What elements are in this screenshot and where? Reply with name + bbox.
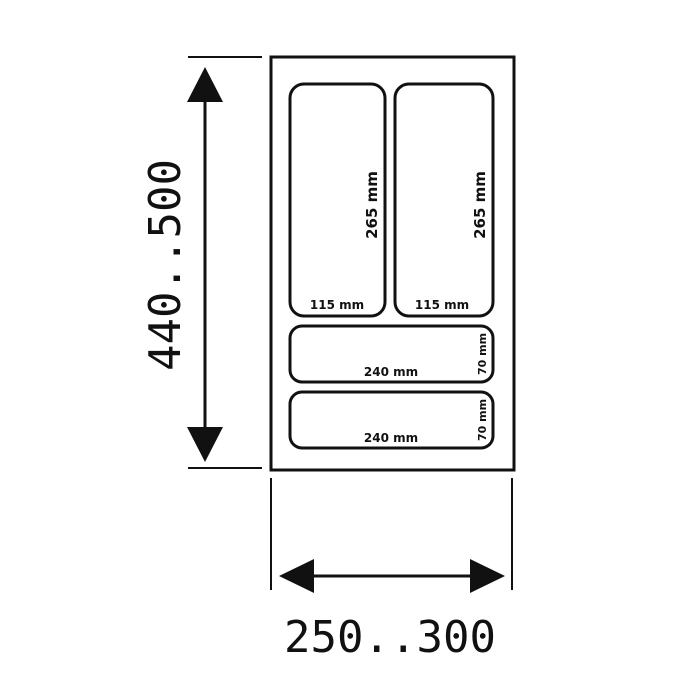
compartment-right-tall — [393, 82, 495, 318]
height-arrow-up-icon — [187, 67, 223, 102]
right-tall-width-label: 115 mm — [415, 298, 469, 312]
right-tall-height-label: 265 mm — [471, 171, 489, 239]
left-tall-width-label: 115 mm — [310, 298, 364, 312]
width-arrow-right-icon — [470, 559, 505, 593]
compartment-left-tall — [288, 82, 387, 318]
middle-wide-height-label: 70 mm — [476, 333, 489, 375]
compartment-middle-wide — [288, 324, 495, 384]
bottom-wide-height-label: 70 mm — [476, 399, 489, 441]
bottom-wide-width-label: 240 mm — [364, 431, 418, 445]
width-range-label: 250..300 — [284, 612, 496, 663]
compartment-bottom-wide — [288, 390, 495, 450]
height-range-label: 440..500 — [140, 159, 191, 371]
left-tall-height-label: 265 mm — [363, 171, 381, 239]
width-arrow-left-icon — [279, 559, 314, 593]
tray-outline — [269, 55, 516, 472]
height-arrow-down-icon — [187, 427, 223, 462]
middle-wide-width-label: 240 mm — [364, 365, 418, 379]
